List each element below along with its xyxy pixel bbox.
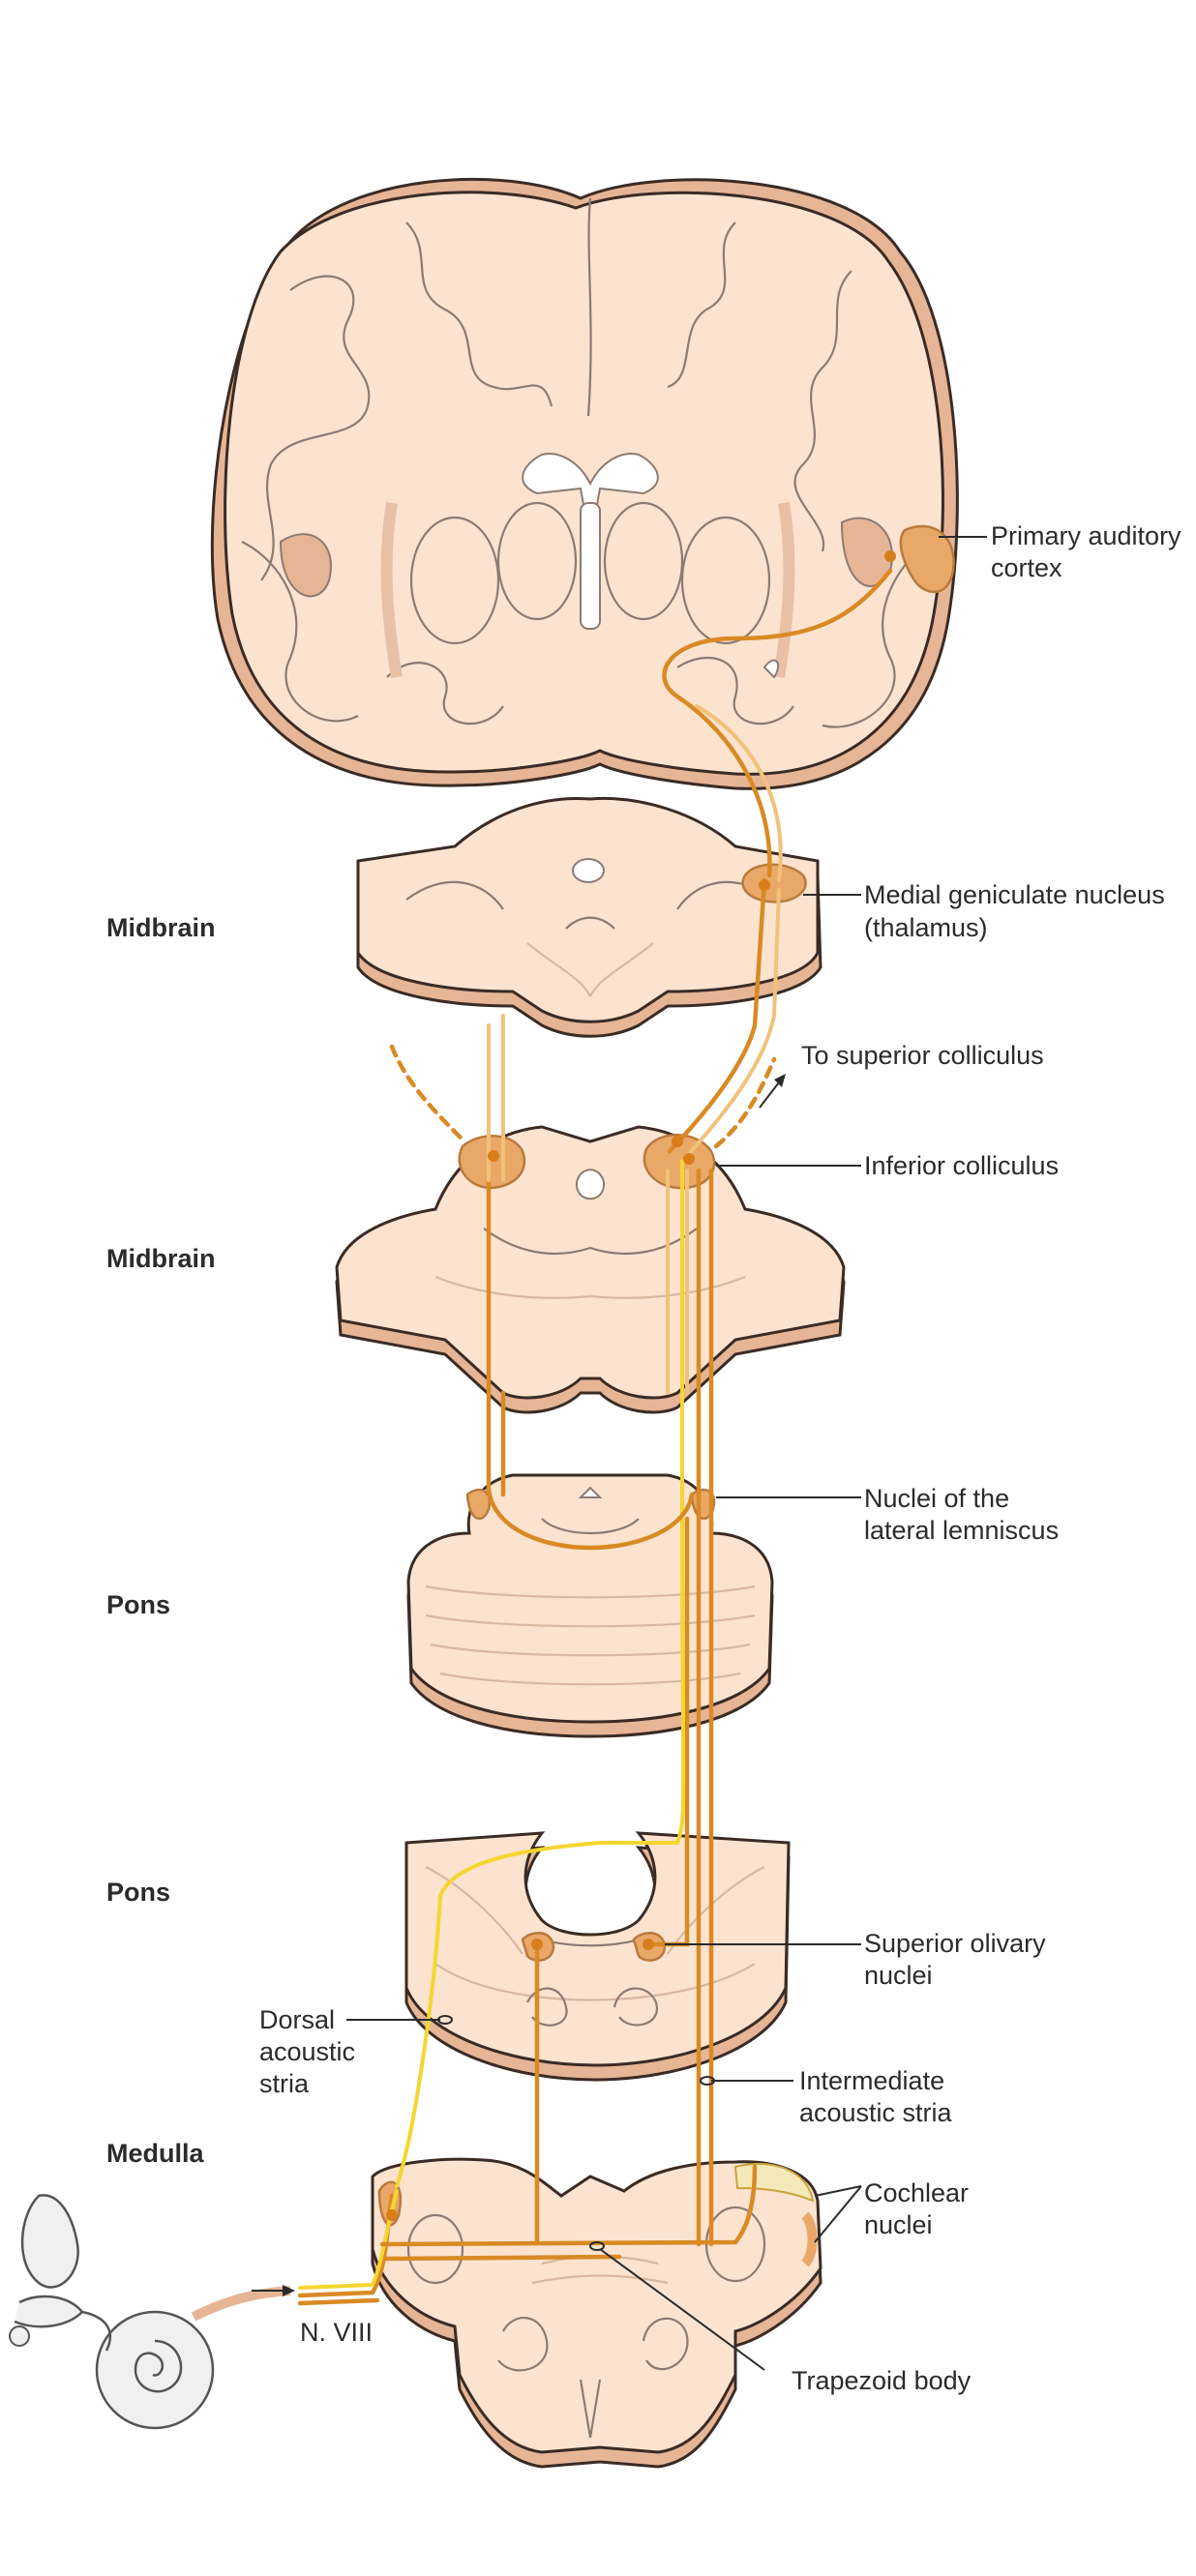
pons-upper-section [406,1473,774,1738]
lateral-lemniscus-nucleus-left [465,1488,492,1520]
label-medial-geniculate-1: Medial geniculate nucleus [864,880,1165,909]
medial-geniculate-region [741,863,807,903]
label-trapezoid-body: Trapezoid body [792,2366,972,2395]
label-primary-auditory-cortex-1: Primary auditory [991,521,1181,550]
label-intermediate-stria-1: Intermediate [799,2066,944,2095]
label-inferior-colliculus: Inferior colliculus [864,1151,1059,1180]
label-primary-auditory-cortex-2: cortex [991,553,1062,582]
cerebrum-section [210,177,959,790]
label-medial-geniculate-2: (thalamus) [864,913,988,942]
label-superior-olivary-2: nuclei [864,1961,933,1990]
medulla-section [371,2157,822,2469]
leader-lines [252,536,987,2371]
label-dorsal-stria-3: stria [259,2069,310,2098]
level-label-midbrain-upper: Midbrain [106,913,216,942]
label-lateral-lemniscus-2: lateral lemniscus [864,1516,1059,1545]
label-superior-olivary-1: Superior olivary [864,1929,1046,1958]
pons-lower-section [404,1831,791,2082]
label-cochlear-nuclei-2: nuclei [864,2210,933,2239]
label-intermediate-stria-2: acoustic stria [799,2098,953,2127]
midbrain-lower-section [335,1125,846,1414]
midbrain-upper-section [356,796,822,1038]
structure-labels: Primary auditory cortex Medial geniculat… [259,521,1181,2395]
level-label-midbrain-lower: Midbrain [106,1244,216,1273]
primary-auditory-cortex-region [899,524,955,594]
label-dorsal-stria-2: acoustic [259,2037,355,2066]
label-nerve-viii: N. VIII [300,2318,373,2347]
label-dorsal-stria-1: Dorsal [259,2005,335,2034]
level-label-medulla: Medulla [106,2139,204,2168]
inner-ear [9,2194,291,2430]
level-label-pons-lower: Pons [106,1878,170,1907]
level-labels: Midbrain Midbrain Pons Pons Medulla [106,913,216,2168]
label-superior-colliculus: To superior colliculus [801,1041,1044,1070]
inferior-colliculus-left [458,1135,525,1190]
label-cochlear-nuclei-1: Cochlear [864,2178,969,2207]
label-lateral-lemniscus-1: Nuclei of the [864,1484,1009,1513]
level-label-pons-upper: Pons [106,1590,170,1619]
